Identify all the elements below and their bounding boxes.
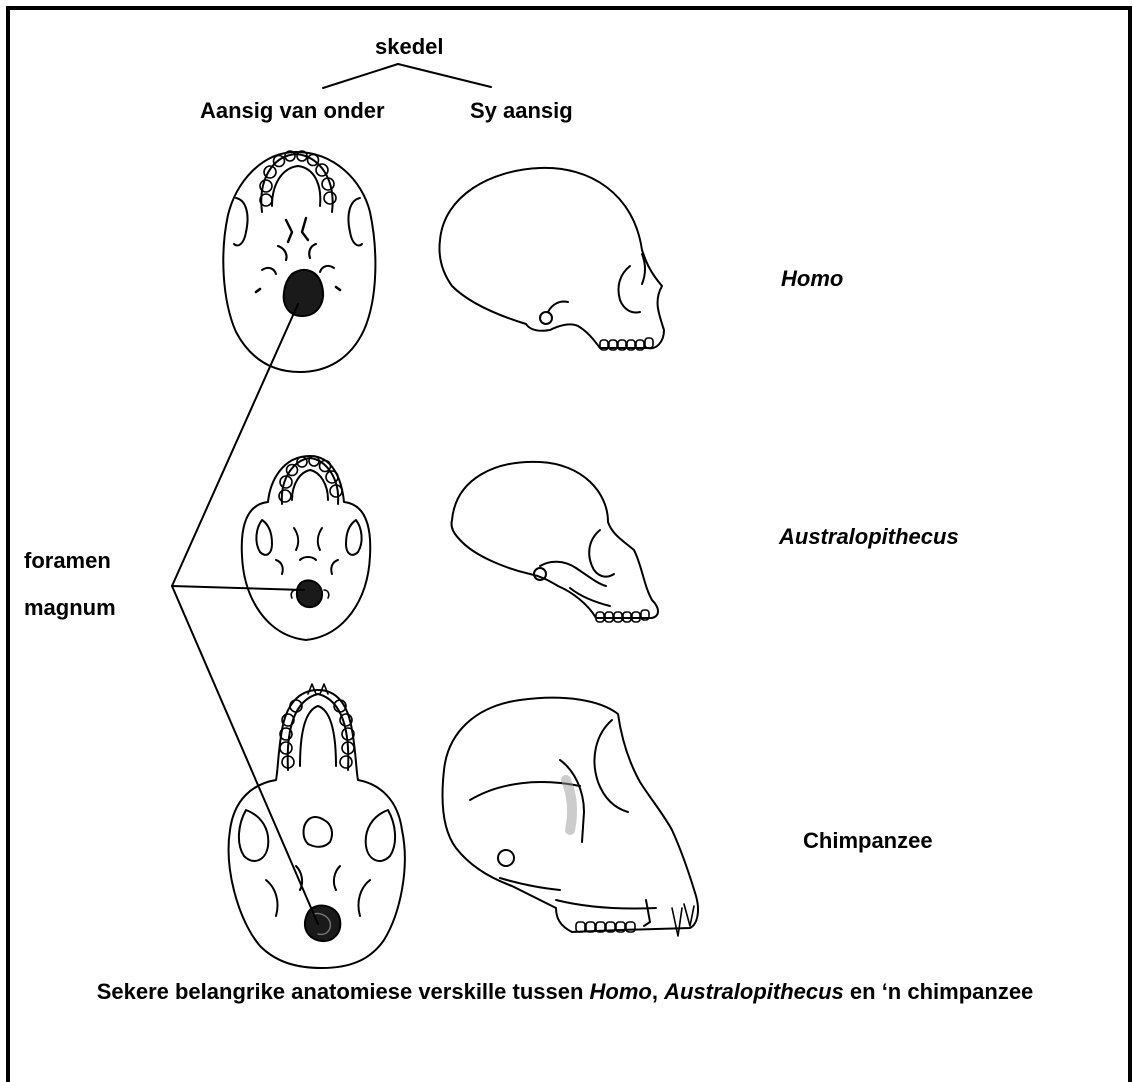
caption-separator: , [652, 979, 664, 1004]
foramen-magnum-pointers [172, 304, 318, 924]
caption-text-start: Sekere belangrike anatomiese verskille t… [97, 979, 590, 1004]
australopithecus-bottom-view-skull [242, 456, 371, 640]
header-bracket [323, 64, 491, 88]
caption-homo: Homo [590, 979, 652, 1004]
caption-australopithecus: Australopithecus [664, 979, 844, 1004]
caption-text-end: en ‘n chimpanzee [844, 979, 1034, 1004]
chimpanzee-bottom-view-skull [229, 684, 405, 968]
chimpanzee-side-view-skull [443, 698, 699, 936]
homo-bottom-view-skull [223, 151, 375, 372]
australopithecus-side-view-skull [451, 462, 658, 622]
homo-side-view-skull [440, 168, 665, 350]
figure-caption: Sekere belangrike anatomiese verskille t… [60, 972, 1070, 1012]
